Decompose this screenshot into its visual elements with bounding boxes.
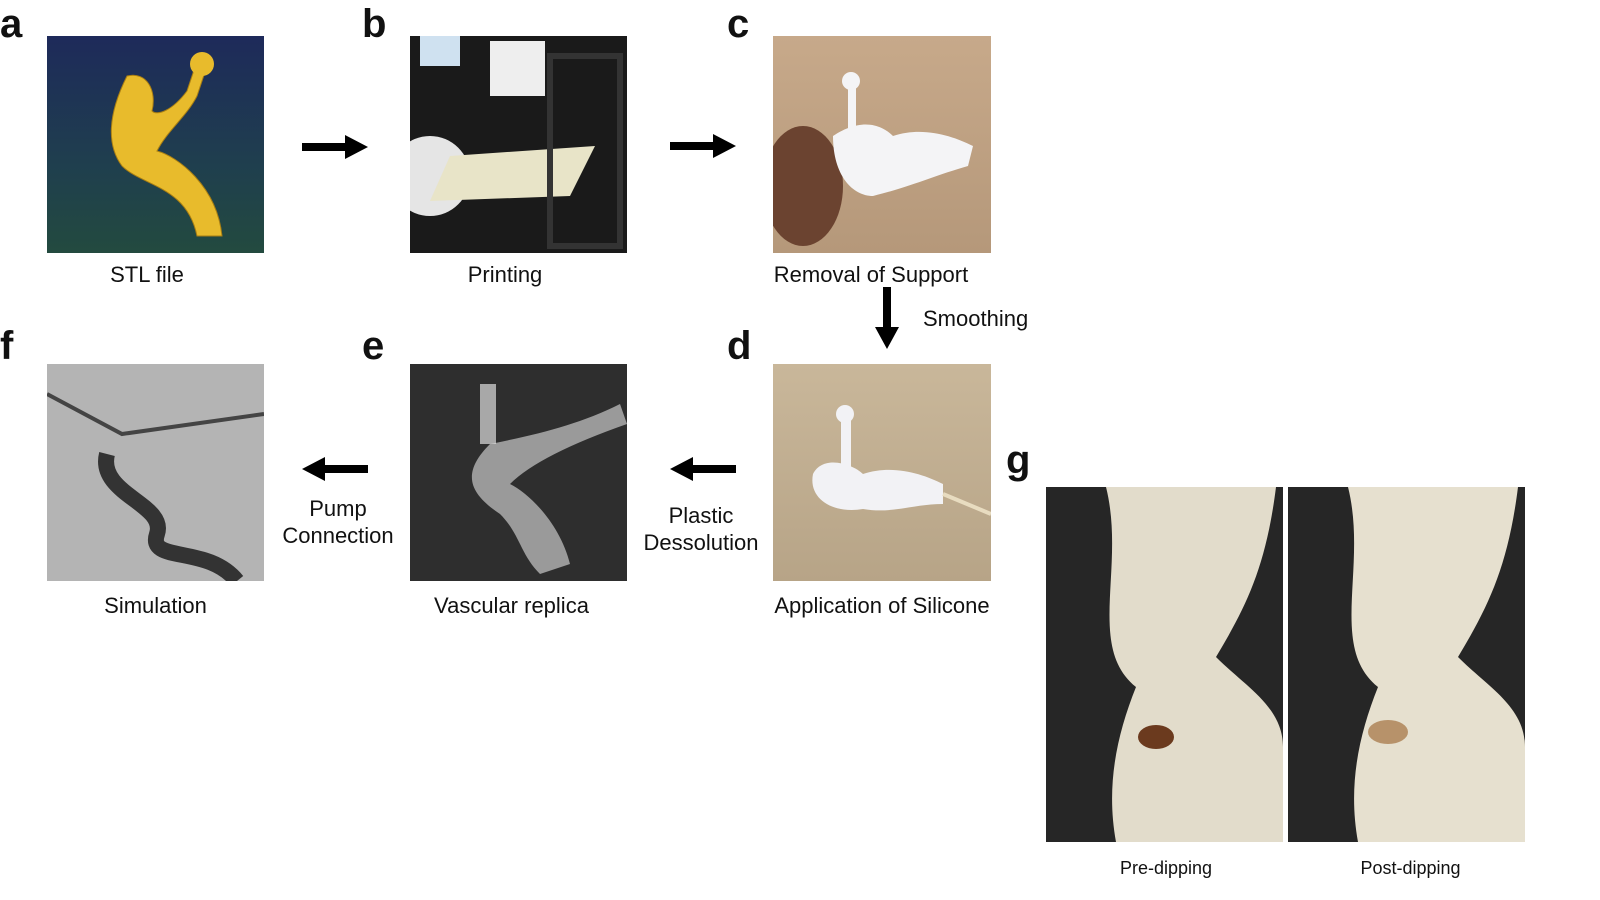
stl-render-image: [47, 36, 264, 253]
caption-vascular-replica: Vascular replica: [434, 593, 589, 618]
step-label-smoothing: Smoothing: [923, 306, 1029, 331]
panel-letter-f: f: [0, 324, 14, 368]
panel-letter-a: a: [0, 2, 23, 46]
panel-letter-b: b: [362, 2, 387, 46]
step-label-line: Plastic: [668, 503, 734, 528]
caption-removal-of-support: Removal of Support: [773, 262, 969, 287]
arrow-left-icon: [670, 457, 736, 481]
simulation-xray-image: [47, 364, 264, 581]
arrow-right-icon: [302, 135, 368, 159]
caption-simulation: Simulation: [104, 593, 207, 618]
arrow-left-icon: [302, 457, 368, 481]
silicone-application-photo: [773, 364, 991, 581]
panel-letter-g: g: [1006, 438, 1031, 482]
arrow-right-icon: [670, 134, 736, 158]
post-dipping-photo: [1288, 487, 1525, 842]
panel-letter-c: c: [727, 2, 750, 46]
panel-letter-d: d: [727, 324, 752, 368]
step-label-line: Dessolution: [643, 530, 759, 555]
pre-dipping-photo: [1046, 487, 1283, 842]
step-label-line: Pump: [309, 496, 367, 521]
caption-pre-dipping: Pre-dipping: [1119, 858, 1213, 878]
printer-photo: [410, 36, 627, 253]
caption-stl-file: STL file: [110, 262, 184, 287]
step-label-line: Connection: [282, 523, 394, 548]
support-removal-photo: [773, 36, 991, 253]
caption-post-dipping: Post-dipping: [1360, 858, 1461, 878]
panel-letter-e: e: [362, 324, 385, 368]
caption-printing: Printing: [467, 262, 543, 287]
caption-application-of-silicone: Application of Silicone: [774, 593, 990, 618]
arrow-down-icon: [875, 287, 899, 349]
vascular-replica-photo: [410, 364, 627, 581]
